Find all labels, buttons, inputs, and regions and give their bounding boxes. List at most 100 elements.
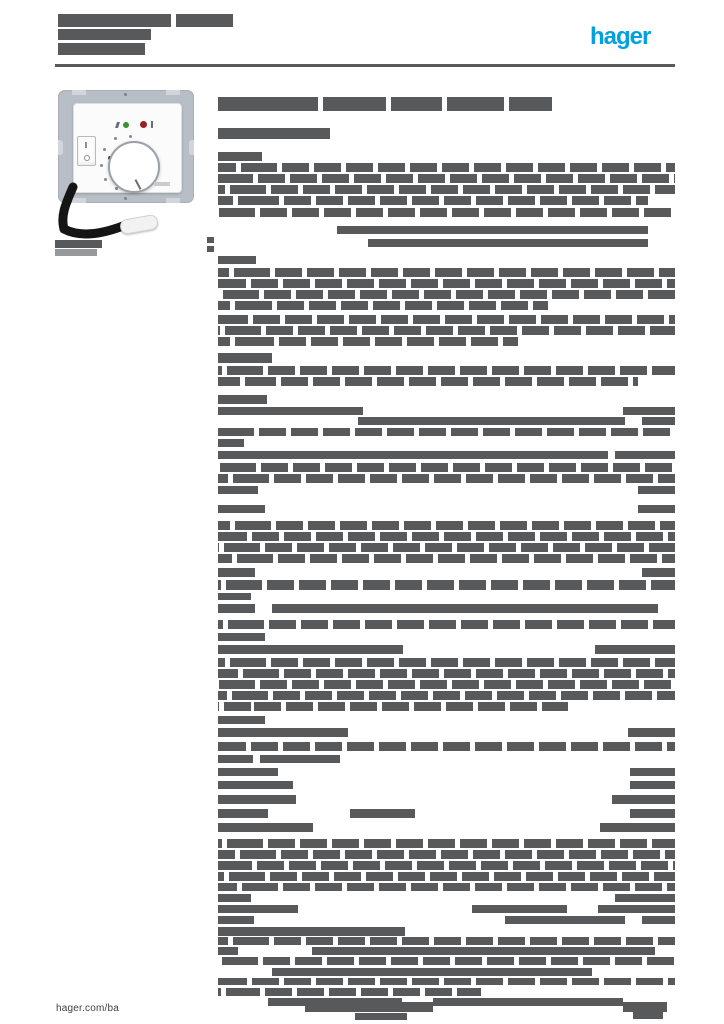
switch-on-mark <box>85 142 87 148</box>
dial-tick <box>100 164 103 167</box>
redacted-text-bar <box>615 451 675 459</box>
redacted-text-bar <box>218 279 675 288</box>
dial-tick <box>115 187 118 190</box>
redacted-text-bar <box>595 645 675 654</box>
redacted-text-bar <box>218 580 675 590</box>
frame-claw-slot <box>166 90 180 95</box>
switch-off-mark <box>84 155 90 161</box>
redacted-text-bar <box>218 543 675 552</box>
redacted-text-bar <box>350 809 415 818</box>
dial-tick <box>104 178 107 181</box>
redacted-text-bar <box>218 633 265 641</box>
product-photo <box>57 89 197 239</box>
redacted-text-bar <box>218 620 675 629</box>
redacted-text-bar <box>623 1002 667 1012</box>
redacted-text-bar <box>218 428 675 436</box>
frame-claw-slot <box>72 90 86 95</box>
redacted-text-bar <box>633 1012 663 1019</box>
redacted-text-bar <box>218 861 675 870</box>
redacted-text-bar <box>55 249 97 256</box>
sensor-cable <box>58 182 128 239</box>
redacted-text-bar <box>218 474 675 483</box>
redacted-text-bar <box>218 883 675 891</box>
redacted-text-bar <box>218 97 318 111</box>
redacted-text-bar <box>630 809 675 818</box>
redacted-text-bar <box>58 43 145 55</box>
redacted-text-bar <box>218 505 265 513</box>
temperature-dial <box>108 141 160 193</box>
redacted-text-bar <box>218 395 267 404</box>
redacted-text-bar <box>218 268 675 277</box>
redacted-text-bar <box>218 823 313 832</box>
redacted-text-bar <box>218 451 608 459</box>
footer-link[interactable]: hager.com/ba <box>56 1003 119 1014</box>
redacted-text-bar <box>218 658 675 667</box>
redacted-text-bar <box>218 978 675 985</box>
frame-screw <box>124 197 127 200</box>
redacted-text-bar <box>218 290 675 299</box>
dial-tick <box>114 137 117 140</box>
redacted-text-bar <box>623 407 675 415</box>
redacted-text-bar <box>509 97 552 111</box>
redacted-text-bar <box>218 185 675 194</box>
redacted-text-bar <box>600 823 675 832</box>
redacted-text-bar <box>218 691 675 700</box>
redacted-text-bar <box>218 669 675 678</box>
redacted-text-bar <box>505 916 625 924</box>
redacted-text-bar <box>55 64 675 67</box>
redacted-text-bar <box>472 905 567 913</box>
redacted-text-bar <box>218 256 256 264</box>
redacted-text-bar <box>642 916 675 924</box>
redacted-text-bar <box>218 366 675 375</box>
redacted-text-bar <box>218 521 675 530</box>
redacted-text-bar <box>218 568 255 577</box>
redacted-text-bar <box>638 486 675 494</box>
frame-claw-slot <box>58 140 63 155</box>
redacted-text-bar <box>218 337 518 346</box>
redacted-text-bar <box>218 742 675 751</box>
redacted-text-bar <box>272 968 592 976</box>
redacted-text-bar <box>218 532 675 541</box>
redacted-text-bar <box>218 439 244 447</box>
redacted-text-bar <box>218 301 548 310</box>
redacted-text-bar <box>218 353 272 363</box>
redacted-text-bar <box>368 239 648 247</box>
dial-tick <box>103 148 106 151</box>
redacted-text-bar <box>218 463 675 472</box>
redacted-text-bar <box>218 850 675 859</box>
plate-brand-mark <box>154 182 170 186</box>
redacted-text-bar <box>218 755 253 763</box>
redacted-text-bar <box>638 505 675 513</box>
redacted-text-bar <box>218 326 675 335</box>
redacted-text-bar <box>391 97 442 111</box>
redacted-text-bar <box>615 894 675 902</box>
redacted-text-bar <box>218 174 675 183</box>
redacted-text-bar <box>207 237 214 243</box>
redacted-text-bar <box>58 29 151 40</box>
redacted-text-bar <box>355 1013 407 1020</box>
redacted-text-bar <box>260 755 340 763</box>
frame-screw <box>124 93 127 96</box>
redacted-text-bar <box>218 163 675 172</box>
redacted-text-bar <box>218 937 675 945</box>
redacted-text-bar <box>218 795 296 804</box>
redacted-text-bar <box>218 957 675 965</box>
redacted-text-bar <box>218 680 675 689</box>
redacted-text-bar <box>58 14 171 27</box>
redacted-text-bar <box>218 916 254 924</box>
redacted-text-bar <box>218 781 293 789</box>
redacted-text-bar <box>218 894 251 902</box>
redacted-text-bar <box>207 246 214 252</box>
redacted-text-bar <box>218 872 675 881</box>
redacted-text-bar <box>630 768 675 776</box>
green-led-indicator <box>123 122 129 128</box>
redacted-text-bar <box>218 988 481 996</box>
redacted-text-bar <box>218 377 638 386</box>
footer-link-box: hager.com/ba <box>52 1000 162 1017</box>
redacted-text-bar <box>218 407 363 415</box>
redacted-text-bar <box>218 604 255 613</box>
redacted-text-bar <box>642 417 675 425</box>
redacted-text-bar <box>218 839 675 848</box>
redacted-text-bar <box>630 781 675 789</box>
redacted-text-bar <box>176 14 233 27</box>
